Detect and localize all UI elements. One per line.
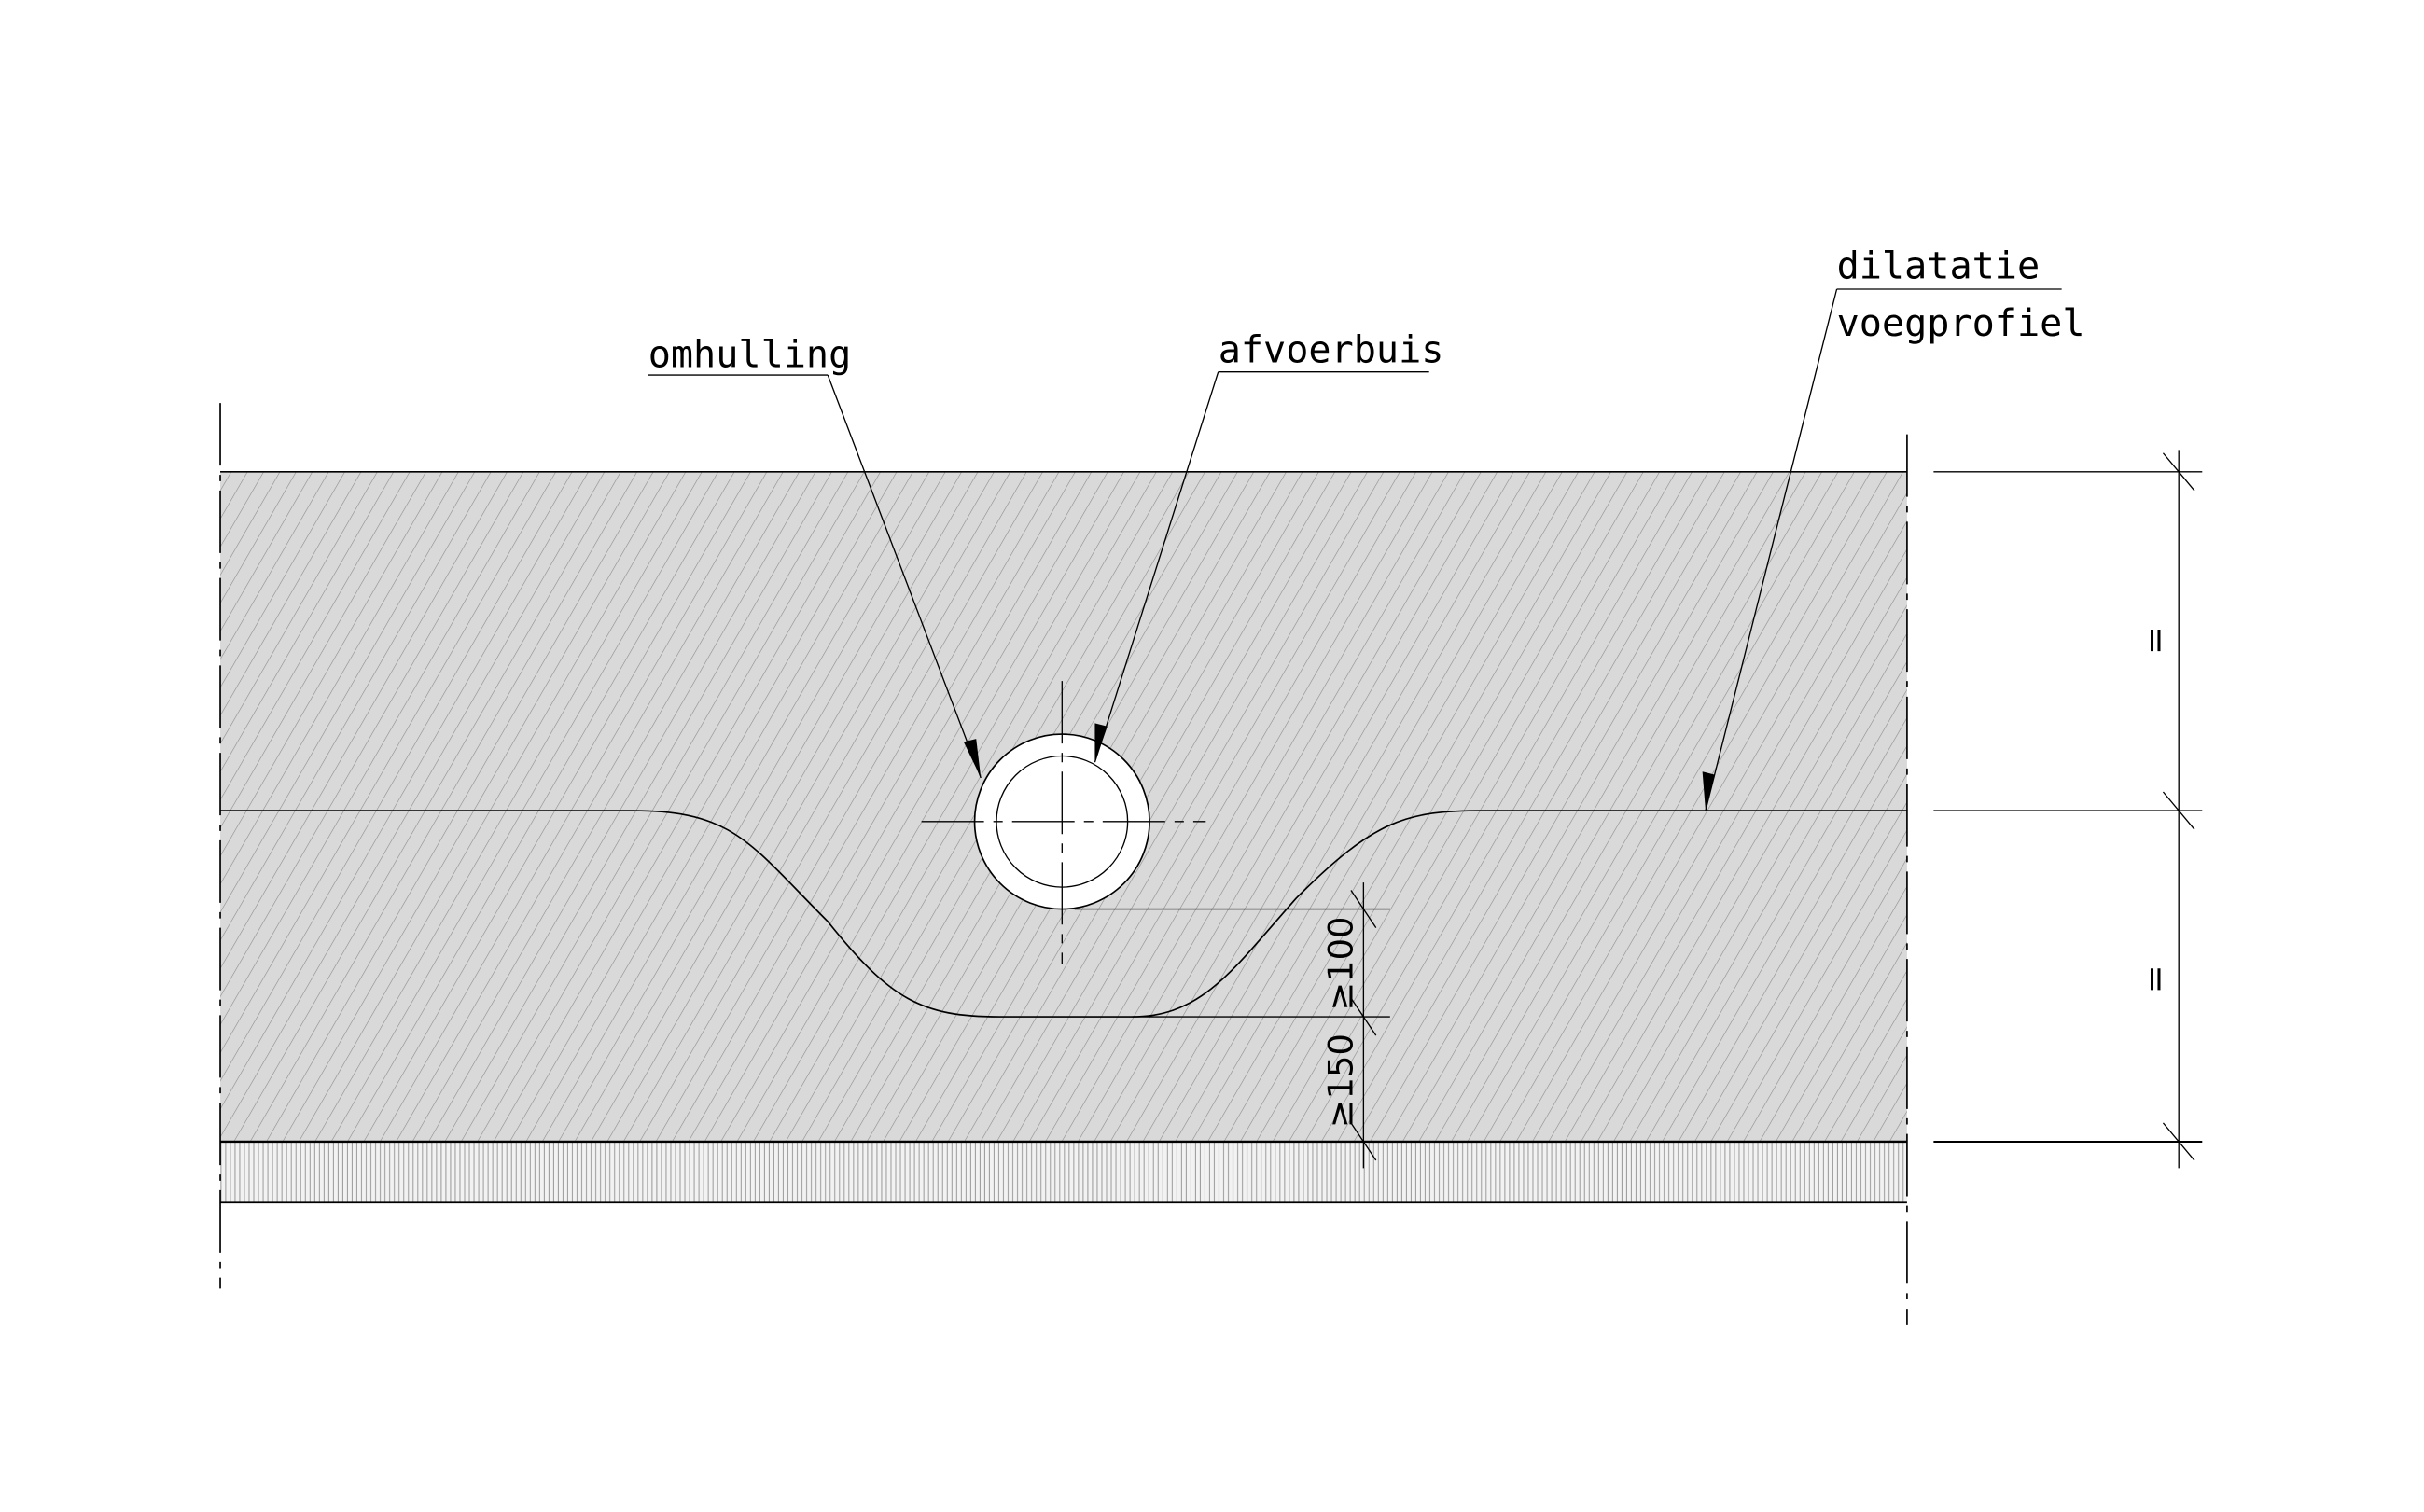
- arrowhead-omhulling: [963, 739, 982, 778]
- dimension-chain-right: [1933, 450, 2203, 1169]
- dim-lower-equal: =: [2135, 964, 2175, 993]
- arrowhead-afvoerbuis: [1094, 723, 1108, 763]
- drain-pipe: [921, 681, 1206, 964]
- dimension-chain-pipe: [1074, 882, 1390, 1169]
- dim-min-below: ≥150: [1321, 1033, 1361, 1128]
- arrowhead-voegprofiel: [1702, 771, 1716, 811]
- dim-upper-equal: =: [2135, 626, 2175, 655]
- label-afvoerbuis: afvoerbuis: [1219, 329, 1444, 372]
- expansion-joint-profile: [220, 810, 1907, 1018]
- label-dilatatie: dilatatie: [1837, 244, 2041, 287]
- label-omhulling: omhulling: [648, 334, 852, 377]
- sub-base-layer: [220, 1141, 1907, 1203]
- label-voegprofiel: voegprofiel: [1837, 302, 2085, 345]
- dim-min-cover-pipe: ≥100: [1321, 917, 1361, 1011]
